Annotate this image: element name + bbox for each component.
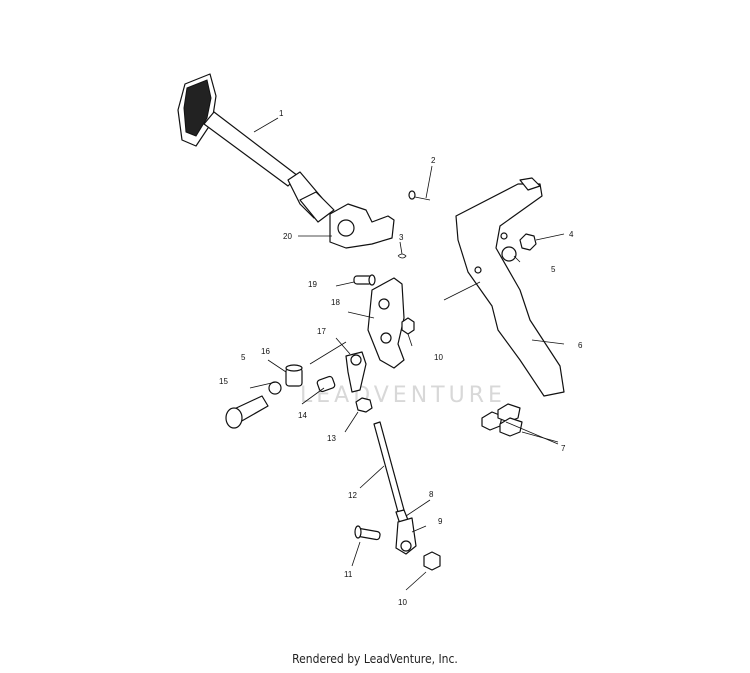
callout-16: 16: [261, 347, 270, 356]
cotter-pin: [408, 190, 431, 201]
callout-10-upper: 10: [434, 353, 443, 362]
callout-labels: 1 2 3 4 5 5 6 7 8 9 10 10 11 12 13 14 15…: [219, 109, 583, 607]
brake-pedal: [177, 73, 335, 223]
spacer: [285, 364, 303, 387]
clevis-pin: [353, 274, 376, 286]
frame-bracket: [455, 177, 565, 397]
lower-rod-end: [395, 517, 417, 555]
control-rod: [373, 421, 405, 513]
callout-3: 3: [399, 233, 404, 242]
bracket-hole: [337, 219, 355, 237]
footer-credit: Rendered by LeadVenture, Inc.: [292, 652, 458, 666]
callout-11: 11: [344, 570, 353, 579]
callout-2: 2: [431, 156, 436, 165]
washer-upper: [501, 246, 517, 262]
callout-12: 12: [348, 491, 357, 500]
shoulder-bolt: [225, 395, 269, 429]
pedal-bracket: [329, 203, 395, 249]
callout-14: 14: [298, 411, 307, 420]
callout-15: 15: [219, 377, 228, 386]
callout-1: 1: [279, 109, 284, 118]
bushing: [316, 375, 336, 393]
retaining-clip: [397, 253, 407, 259]
callout-20: 20: [283, 232, 292, 241]
jam-nut: [355, 397, 373, 413]
leader-lines: [249, 117, 565, 591]
nut-upper: [401, 317, 415, 335]
callout-5-lower: 5: [241, 353, 246, 362]
callout-7: 7: [561, 444, 566, 453]
callout-6: 6: [578, 341, 583, 350]
callout-8: 8: [429, 490, 434, 499]
callout-13: 13: [327, 434, 336, 443]
hex-nut: [519, 233, 537, 251]
callout-10-lower: 10: [398, 598, 407, 607]
callout-4: 4: [569, 230, 574, 239]
callout-18: 18: [331, 298, 340, 307]
bolts: [481, 403, 523, 437]
washer-lower: [268, 381, 282, 395]
lower-pin: [354, 525, 381, 541]
callout-19: 19: [308, 280, 317, 289]
callout-17: 17: [317, 327, 326, 336]
rod-end: [345, 351, 367, 393]
callout-9: 9: [438, 517, 443, 526]
callout-5-upper: 5: [551, 265, 556, 274]
lever-plate: [367, 277, 405, 369]
nut-lower: [423, 551, 441, 571]
